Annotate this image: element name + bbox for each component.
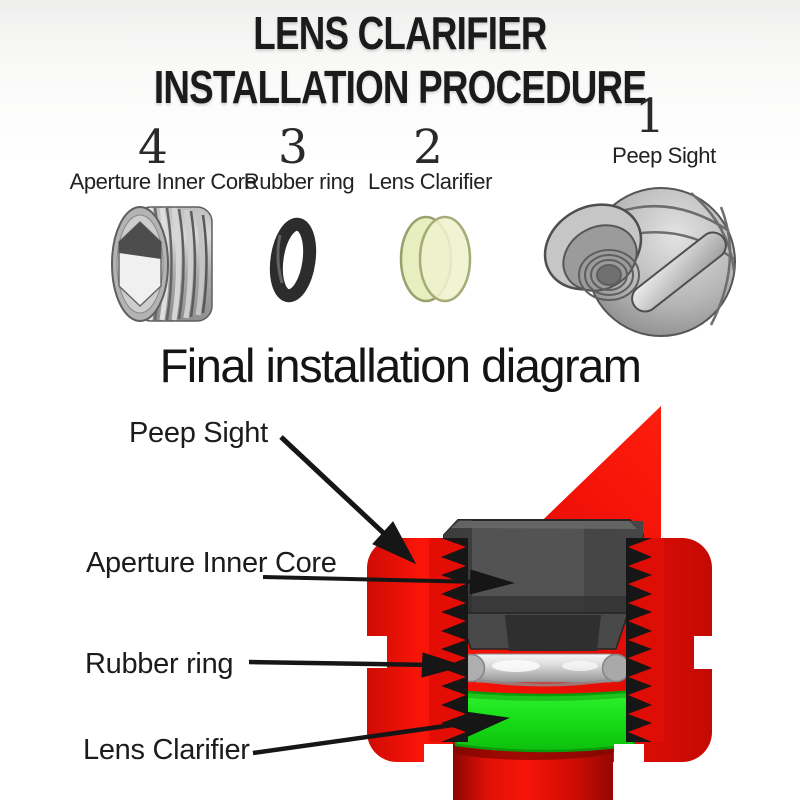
callout-arrow-lens-clarifier [252,711,510,756]
poster-title-line2: INSTALLATION PROCEDURE [153,61,647,113]
callout-arrow-aperture-inner-core [262,569,515,595]
final-diagram-title: Final installation diagram [159,339,642,392]
poster-title-line1: LENS CLARIFIER [253,7,547,59]
part-label: Rubber ring [243,169,355,194]
callout-aperture-inner-core: Aperture Inner Core [86,547,337,579]
part-label: Aperture Inner Core [69,169,257,194]
part-number: 2 [413,120,443,175]
part-label: Peep Sight [612,143,716,168]
callout-rubber-ring: Rubber ring [85,648,234,680]
callout-arrows [248,435,515,756]
lens-icon [399,215,472,303]
callout-arrow-rubber-ring [248,652,465,678]
callout-arrow-peep-sight [279,435,417,565]
peep-sight-icon [543,187,736,337]
thread-teeth-left [429,538,466,742]
part-label: Lens Clarifier [367,169,493,194]
housing-notches [366,636,713,763]
rubber-ring [456,653,631,687]
part-number: 3 [278,120,308,175]
callout-lens-clarifier: Lens Clarifier [83,734,250,766]
thread-teeth-right [628,538,664,742]
callout-peep-sight: Peep Sight [129,417,268,449]
o-ring-icon [269,217,317,303]
threaded-plug-icon [111,206,213,322]
part-number: 1 [635,89,665,144]
part-number: 4 [138,120,168,175]
lens-clarifier [454,689,636,753]
